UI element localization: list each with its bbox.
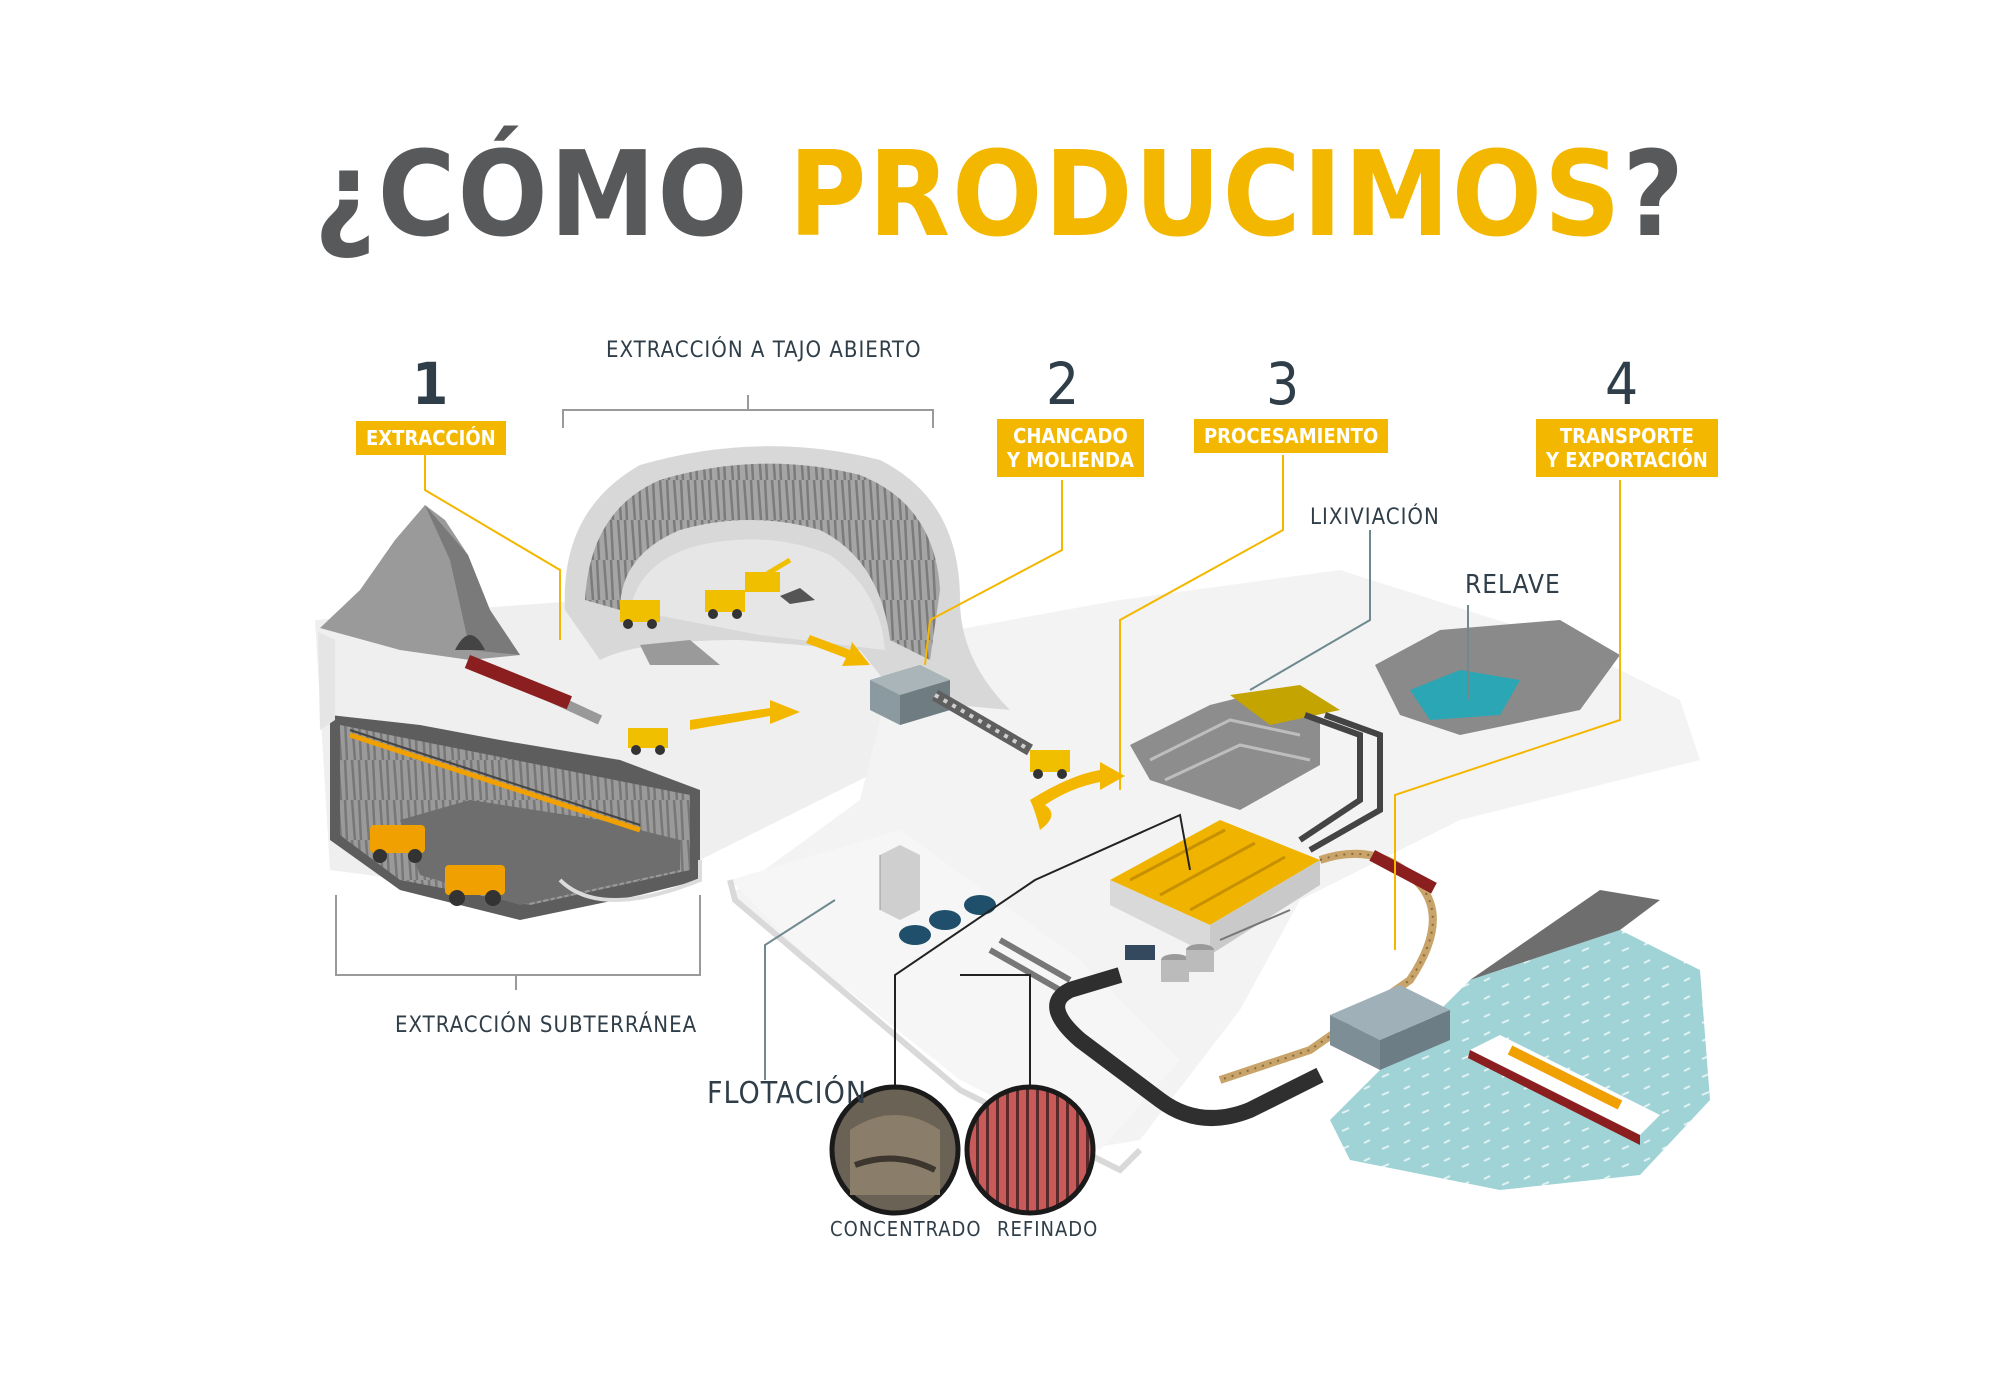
callout-line-extraccion [424, 455, 561, 640]
callout-line-chancado [924, 480, 1063, 666]
train [464, 654, 572, 710]
pit-truck-2 [705, 590, 745, 619]
step-2-number: 2 [1046, 350, 1080, 418]
callout-line-refinado [894, 813, 1191, 1090]
cliff [1470, 890, 1660, 980]
title-part-3: ? [1622, 125, 1686, 263]
callout-line-lixiviacion [1249, 530, 1371, 691]
callout-line-transporte [1394, 480, 1621, 950]
step-2-label: CHANCADO Y MOLIENDA [997, 419, 1144, 477]
flow-arrow-2 [806, 635, 870, 666]
flow-arrow-3 [1030, 762, 1125, 830]
pit-truck-1 [620, 600, 660, 629]
underground-loader-1 [370, 825, 425, 853]
road [1049, 967, 1324, 1126]
pit-excavator [745, 557, 792, 592]
flow-arrow-1 [690, 700, 800, 730]
ship [1468, 1035, 1660, 1145]
crusher-building [870, 665, 950, 725]
callout-line-flotacion [764, 899, 836, 1080]
title-part-2: PRODUCIMOS [788, 125, 1623, 263]
concentrate-circle [829, 1084, 961, 1216]
bracket-open-pit [562, 395, 934, 428]
truck-plant [1125, 945, 1155, 960]
step-3-number: 3 [1266, 350, 1300, 418]
refined-circle [964, 1084, 1096, 1216]
underground-loader-2 [445, 865, 505, 895]
step-4-label: TRANSPORTE Y EXPORTACIÓN [1536, 419, 1718, 477]
bracket-underground [335, 895, 701, 990]
ground-platform-lower [730, 830, 1180, 1150]
flotation-label: FLOTACIÓN [707, 1076, 868, 1111]
haul-truck [1030, 750, 1070, 779]
page-title: ¿CÓMO PRODUCIMOS? [0, 135, 2000, 253]
concentrate-label: CONCENTRADO [830, 1217, 982, 1241]
underground-label: EXTRACCIÓN SUBTERRÁNEA [395, 1013, 698, 1038]
loader-truck [628, 728, 668, 755]
tailings-label: RELAVE [1465, 570, 1561, 600]
ore-train [1369, 850, 1437, 894]
flotation-cells [899, 895, 996, 945]
leaching-label: LIXIVIACIÓN [1310, 505, 1440, 530]
port-warehouse [1330, 985, 1450, 1070]
step-1-number: 1 [412, 350, 449, 418]
processing-plant [1110, 820, 1320, 955]
tunnel-entrance [455, 635, 485, 650]
callout-line-procesamiento [1119, 455, 1284, 790]
flotation-tower [879, 845, 920, 920]
step-4-number: 4 [1605, 350, 1639, 418]
open-pit-label: EXTRACCIÓN A TAJO ABIERTO [606, 338, 922, 363]
title-part-1: ¿CÓMO [314, 125, 789, 263]
step-3-label: PROCESAMIENTO [1194, 419, 1389, 453]
refined-label: REFINADO [997, 1217, 1099, 1241]
step-1-label: EXTRACCIÓN [356, 421, 506, 455]
tanks [1161, 944, 1214, 982]
